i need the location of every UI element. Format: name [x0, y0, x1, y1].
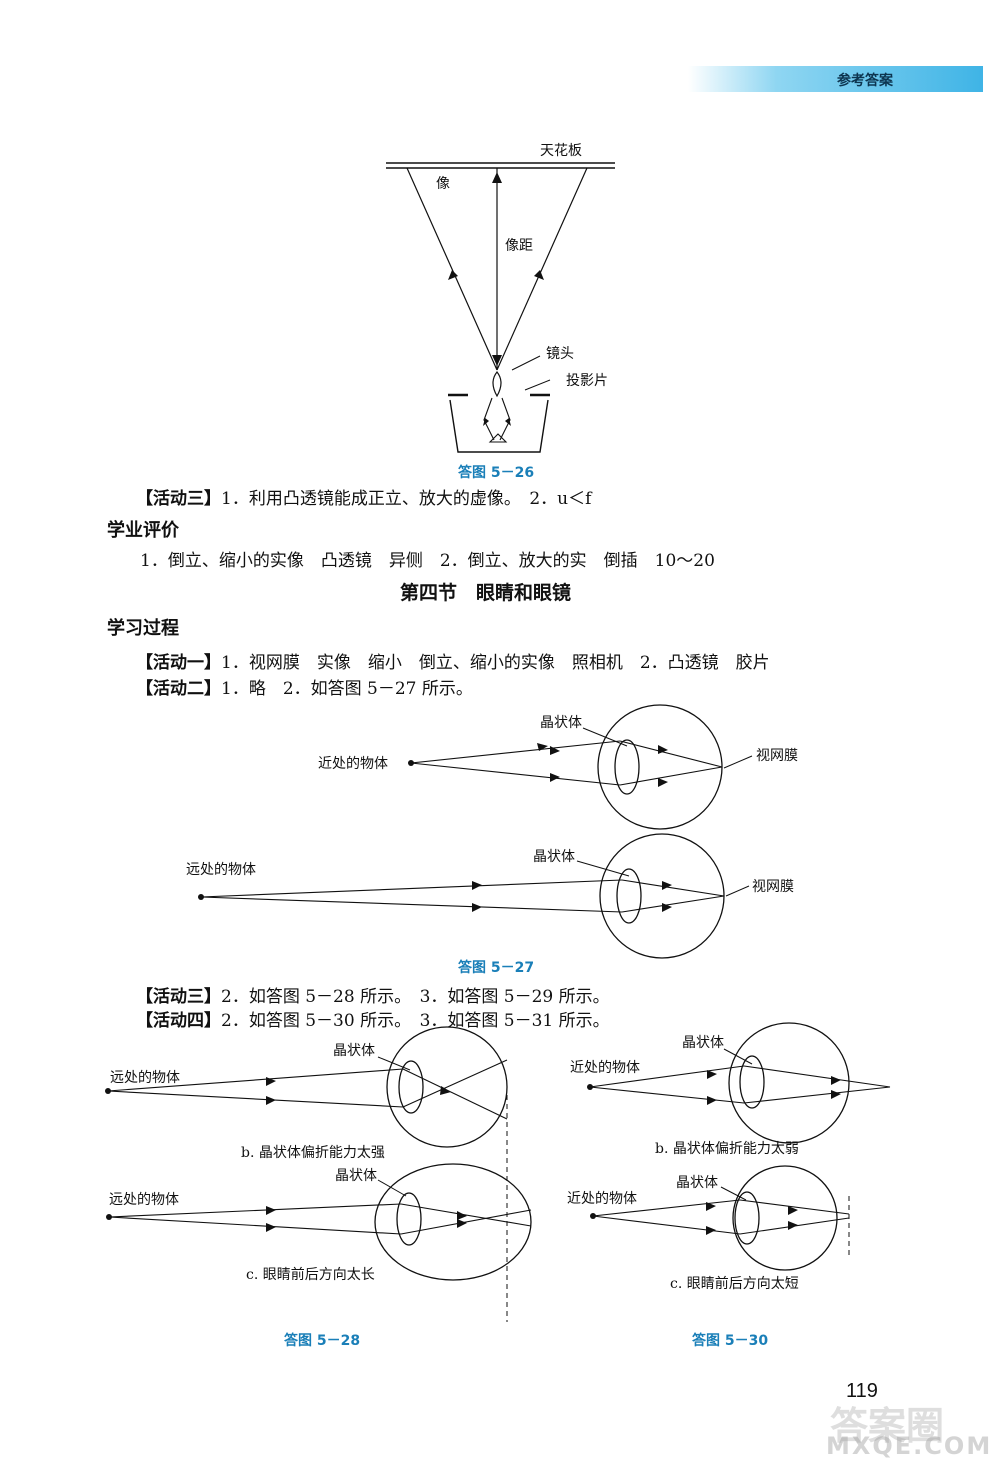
page-number: 119 — [846, 1380, 878, 1402]
figure-5-27: 近处的物体 晶状体 视网膜 远处的物体 晶状体 视网膜 — [186, 704, 798, 959]
watermark-logo: 答案圈 — [830, 1404, 945, 1448]
ceiling-label: 天花板 — [540, 143, 582, 159]
image-label: 像 — [436, 176, 450, 192]
lens-label-bottom: 晶状体 — [533, 849, 575, 865]
activity2-tag: 【活动二】 — [136, 679, 221, 699]
lens-label-30c: 晶状体 — [676, 1175, 718, 1191]
far-object-label-28c: 远处的物体 — [109, 1192, 179, 1208]
activity4-line: 【活动四】2．如答图 5－30 所示。 3．如答图 5－31 所示。 — [136, 1006, 610, 1031]
watermark-url: MXQE.COM — [826, 1432, 993, 1460]
figure-5-28-caption: 答图 5－28 — [284, 1333, 361, 1349]
far-object-label-28b: 远处的物体 — [110, 1070, 180, 1086]
activity3-text: 1．利用凸透镜能成正立、放大的虚像。 2．u＜f — [221, 489, 592, 509]
figure-5-28: 远处的物体 晶状体 b. 晶状体偏折能力太强 远处的物体 晶状体 c. 眼睛前后… — [105, 1022, 891, 1322]
activity2-line: 【活动二】1．略 2．如答图 5－27 所示。 — [136, 674, 473, 699]
activity2-text: 1．略 2．如答图 5－27 所示。 — [221, 679, 473, 699]
figure-5-26: 天花板 像 像距 镜头 投影片 — [386, 143, 615, 453]
activity3-line-a: 【活动三】1．利用凸透镜能成正立、放大的虚像。 2．u＜f — [136, 484, 591, 509]
assessment-heading: 学业评价 — [107, 520, 179, 541]
figure-5-27-caption: 答图 5－27 — [458, 960, 535, 976]
near-object-label: 近处的物体 — [318, 756, 388, 772]
retina-label-bottom: 视网膜 — [752, 879, 794, 895]
section-title: 第四节 眼睛和眼镜 — [400, 582, 572, 604]
figure-5-26-caption: 答图 5－26 — [458, 465, 535, 481]
header-banner: 参考答案 — [688, 66, 983, 92]
lens-label-30b: 晶状体 — [682, 1035, 724, 1051]
lens-bottom — [616, 868, 642, 924]
activity3b-text: 2．如答图 5－28 所示。 3．如答图 5－29 所示。 — [221, 987, 610, 1007]
activity3-tag: 【活动三】 — [136, 489, 221, 509]
assessment-text: 1．倒立、缩小的实像 凸透镜 异侧 2．倒立、放大的实 倒插 10～20 — [140, 551, 715, 571]
activity4-tag: 【活动四】 — [136, 1011, 221, 1031]
near-object-label-30c: 近处的物体 — [567, 1191, 637, 1207]
activity1-text: 1．视网膜 实像 缩小 倒立、缩小的实像 照相机 2．凸透镜 胶片 — [221, 653, 770, 673]
lens-label-28b: 晶状体 — [333, 1043, 375, 1059]
slide-label: 投影片 — [566, 373, 608, 389]
activity4-text: 2．如答图 5－30 所示。 3．如答图 5－31 所示。 — [221, 1011, 610, 1031]
process-heading: 学习过程 — [107, 618, 179, 639]
near-object-label-30b: 近处的物体 — [570, 1060, 640, 1076]
activity1-line: 【活动一】1．视网膜 实像 缩小 倒立、缩小的实像 照相机 2．凸透镜 胶片 — [136, 648, 770, 673]
label-28c: c. 眼睛前后方向太长 — [246, 1266, 375, 1283]
lens-label: 镜头 — [546, 346, 574, 362]
activity3b-tag: 【活动三】 — [136, 987, 221, 1007]
figure-5-30-caption: 答图 5－30 — [692, 1333, 769, 1349]
lens-label-28c: 晶状体 — [335, 1168, 377, 1184]
label-30c: c. 眼睛前后方向太短 — [670, 1275, 799, 1292]
header-title: 参考答案 — [837, 73, 893, 89]
far-object-label: 远处的物体 — [186, 862, 256, 878]
label-30b: b. 晶状体偏折能力太弱 — [655, 1141, 799, 1157]
activity1-tag: 【活动一】 — [136, 653, 221, 673]
lens-top — [614, 739, 640, 795]
image-distance-label: 像距 — [505, 238, 533, 254]
lens-label-top: 晶状体 — [540, 715, 582, 731]
retina-label-top: 视网膜 — [756, 748, 798, 764]
activity3-line-b: 【活动三】2．如答图 5－28 所示。 3．如答图 5－29 所示。 — [136, 982, 610, 1007]
label-28b: b. 晶状体偏折能力太强 — [241, 1145, 385, 1161]
